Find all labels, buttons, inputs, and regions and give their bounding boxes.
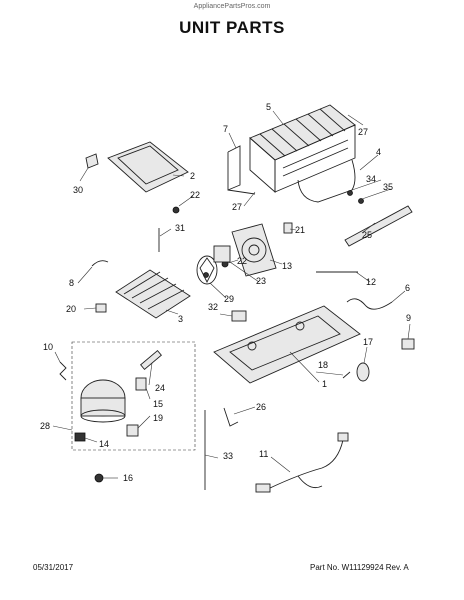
- callout-1: 1: [322, 379, 327, 389]
- callout-30: 30: [73, 185, 83, 195]
- thermistor[interactable]: [283, 222, 293, 234]
- callout-27-mid: 27: [232, 202, 242, 212]
- callout-2: 2: [190, 171, 195, 181]
- drier-filter[interactable]: [140, 349, 162, 371]
- connector[interactable]: [401, 338, 415, 350]
- footer-date: 05/31/2017: [33, 563, 74, 572]
- callout-8: 8: [69, 278, 74, 288]
- callout-11: 11: [259, 449, 268, 459]
- wire-harness[interactable]: [255, 432, 349, 493]
- callout-14: 14: [99, 439, 109, 449]
- screw[interactable]: [94, 473, 104, 483]
- fan-blade[interactable]: [196, 255, 218, 285]
- condenser[interactable]: [249, 104, 356, 193]
- callout-9: 9: [406, 313, 411, 323]
- callout-32: 32: [208, 302, 218, 312]
- callout-29: 29: [224, 294, 234, 304]
- callout-20: 20: [66, 304, 76, 314]
- footer-part-number: Part No. W11129924 Rev. A: [310, 563, 409, 572]
- screw[interactable]: [347, 190, 353, 196]
- screw[interactable]: [172, 206, 180, 214]
- callout-4: 4: [376, 147, 381, 157]
- callout-22-top: 22: [190, 190, 200, 200]
- callout-21: 21: [295, 225, 305, 235]
- callout-35: 35: [383, 182, 393, 192]
- start-relay[interactable]: [135, 377, 147, 391]
- callout-15: 15: [153, 399, 163, 409]
- pin[interactable]: [342, 371, 351, 379]
- terminal-block[interactable]: [95, 303, 107, 313]
- callout-7: 7: [223, 124, 228, 134]
- bracket[interactable]: [223, 407, 239, 427]
- callout-19: 19: [153, 413, 163, 423]
- callout-24: 24: [155, 383, 165, 393]
- bracket-clip[interactable]: [85, 153, 99, 169]
- callout-10: 10: [43, 342, 53, 352]
- fan-shroud[interactable]: [231, 223, 277, 277]
- evaporator-tube[interactable]: [344, 205, 413, 247]
- callout-17: 17: [363, 337, 373, 347]
- callout-18: 18: [318, 360, 328, 370]
- mounting-bracket[interactable]: [59, 361, 67, 381]
- compressor[interactable]: [80, 379, 126, 423]
- harness-wire[interactable]: [91, 260, 109, 267]
- condenser-fan[interactable]: [356, 362, 370, 382]
- callout-12: 12: [366, 277, 376, 287]
- page-title: UNIT PARTS: [179, 18, 285, 37]
- grommet[interactable]: [74, 432, 86, 442]
- callout-27-top: 27: [358, 127, 368, 137]
- overload[interactable]: [126, 424, 139, 437]
- fan-motor[interactable]: [213, 245, 231, 263]
- drain-hose[interactable]: [346, 298, 393, 310]
- callout-16: 16: [123, 473, 133, 483]
- screw[interactable]: [358, 198, 364, 204]
- compartment-base[interactable]: [213, 305, 361, 384]
- leader-lines: [52, 110, 411, 479]
- pad[interactable]: [231, 310, 247, 322]
- callout-34: 34: [366, 174, 376, 184]
- callout-5: 5: [266, 102, 271, 112]
- drain-pan[interactable]: [107, 141, 189, 193]
- callout-22-mid: 22: [237, 256, 247, 266]
- callout-25: 25: [362, 230, 372, 240]
- callout-28: 28: [40, 421, 50, 431]
- callout-3: 3: [178, 314, 183, 324]
- condenser-bracket[interactable]: [227, 145, 256, 195]
- drain-tube[interactable]: [297, 159, 356, 203]
- callout-31: 31: [175, 223, 185, 233]
- callout-6: 6: [405, 283, 410, 293]
- callout-23: 23: [256, 276, 266, 286]
- callout-33: 33: [223, 451, 233, 461]
- callout-13: 13: [282, 261, 292, 271]
- compressor-group-outline: [71, 341, 196, 451]
- evaporator[interactable]: [115, 269, 191, 319]
- callout-numbers: 5 7 27 4 2 34 30 22 35 27 21 31 25 22 13…: [40, 102, 411, 483]
- callout-26: 26: [256, 402, 266, 412]
- source-watermark: AppliancePartsPros.com: [193, 3, 271, 10]
